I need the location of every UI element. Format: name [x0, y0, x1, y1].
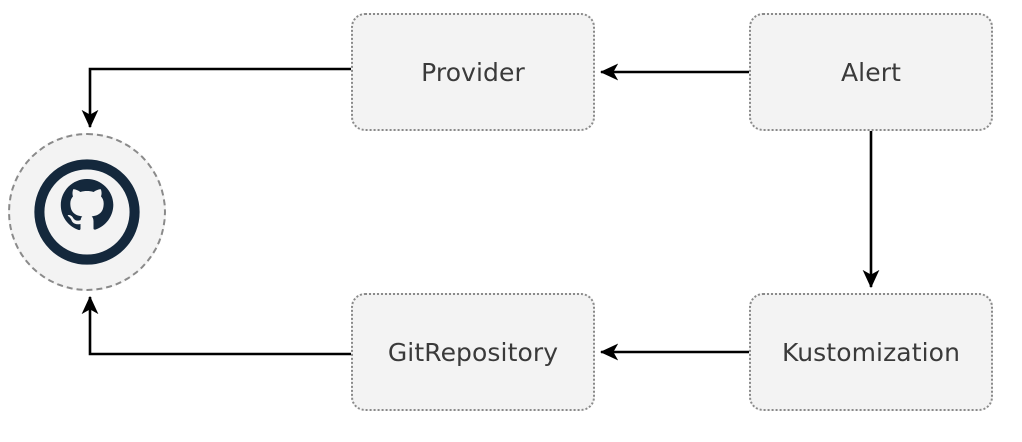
node-gitrepository-label: GitRepository — [387, 337, 559, 367]
github-icon — [34, 159, 140, 265]
edge-provider-to-github — [81, 67, 351, 129]
node-alert[interactable]: Alert — [749, 13, 993, 131]
node-github[interactable] — [8, 133, 166, 291]
node-gitrepository[interactable]: GitRepository — [351, 293, 595, 411]
node-provider-label: Provider — [421, 57, 525, 87]
node-kustomization-label: Kustomization — [781, 337, 961, 367]
node-alert-label: Alert — [840, 57, 901, 87]
node-provider[interactable]: Provider — [351, 13, 595, 131]
node-kustomization[interactable]: Kustomization — [749, 293, 993, 411]
edge-gitrepository-to-github — [81, 295, 351, 356]
